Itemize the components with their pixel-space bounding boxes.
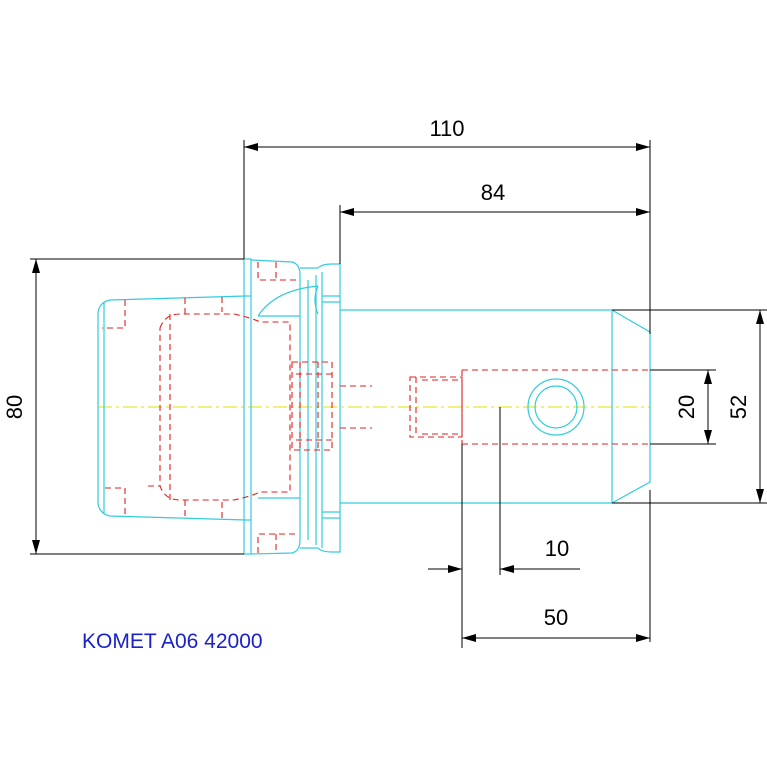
dim-hole-offset: 10 bbox=[545, 536, 569, 561]
dim-bore-diameter: 20 bbox=[674, 395, 699, 419]
dim-flange-diameter: 80 bbox=[2, 395, 27, 419]
dim-overall-length: 110 bbox=[429, 116, 464, 141]
dim-shank-length: 84 bbox=[481, 180, 505, 205]
drawing-title: KOMET A06 42000 bbox=[82, 630, 263, 653]
dim-shank-diameter: 52 bbox=[726, 395, 751, 419]
dim-hole-distance: 50 bbox=[544, 605, 568, 630]
hidden-lines bbox=[102, 262, 650, 553]
dimension-lines bbox=[30, 140, 767, 648]
